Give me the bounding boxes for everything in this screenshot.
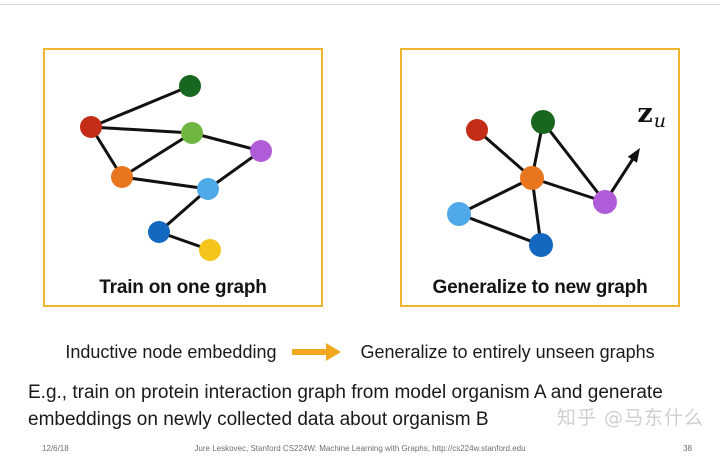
node-red bbox=[466, 119, 488, 141]
node-red bbox=[80, 116, 102, 138]
generalize-panel-caption: Generalize to new graph bbox=[432, 277, 648, 298]
graph-edge bbox=[475, 128, 534, 180]
graph-edge bbox=[541, 120, 607, 204]
footer-date: 12/6/18 bbox=[42, 444, 69, 453]
zhihu-watermark: 知乎 @马东什么 bbox=[556, 407, 704, 429]
embedding-arrow-head bbox=[627, 148, 640, 163]
node-light-green bbox=[181, 122, 203, 144]
graph-edge bbox=[530, 176, 607, 204]
top-divider bbox=[0, 4, 720, 5]
embedding-vector-label: zu bbox=[637, 100, 666, 131]
node-yellow bbox=[199, 239, 221, 261]
graph-edge bbox=[89, 84, 192, 129]
tagline-left-text: Inductive node embedding bbox=[65, 341, 277, 362]
node-purple bbox=[593, 190, 617, 214]
graph-edge bbox=[120, 131, 194, 179]
node-purple bbox=[250, 140, 272, 162]
node-light-blue bbox=[447, 202, 471, 226]
graph-panels-row: Train on one graph zu Generalize to new … bbox=[43, 48, 680, 307]
node-light-blue bbox=[197, 178, 219, 200]
node-orange bbox=[520, 166, 544, 190]
node-dark-green bbox=[179, 75, 201, 97]
node-dark-blue bbox=[529, 233, 553, 257]
train-on-one-graph-panel: Train on one graph bbox=[43, 48, 323, 307]
generalize-to-new-graph-panel: zu Generalize to new graph bbox=[400, 48, 680, 307]
node-orange bbox=[111, 166, 133, 188]
node-dark-green bbox=[531, 110, 555, 134]
graph-edge bbox=[457, 176, 534, 216]
train-panel-caption: Train on one graph bbox=[99, 277, 267, 298]
tagline-right-text: Generalize to entirely unseen graphs bbox=[360, 341, 655, 362]
inductive-embedding-tagline: Inductive node embedding Generalize to en… bbox=[0, 341, 720, 363]
generalize-graph-diagram bbox=[447, 110, 640, 257]
graph-edge bbox=[190, 131, 263, 153]
graph-edge bbox=[120, 175, 210, 191]
slide-footer: 12/6/18 Jure Leskovec, Stanford CS224W: … bbox=[0, 442, 720, 458]
train-graph-diagram bbox=[80, 75, 272, 261]
node-dark-blue bbox=[148, 221, 170, 243]
footer-page-number: 38 bbox=[683, 444, 692, 453]
graph-edge bbox=[89, 125, 194, 135]
graph-edge bbox=[457, 212, 543, 247]
footer-attribution: Jure Leskovec, Stanford CS224W: Machine … bbox=[194, 444, 526, 453]
right-arrow-icon bbox=[292, 343, 344, 362]
embedding-vector-symbol: z bbox=[637, 98, 653, 129]
embedding-vector-subscript: u bbox=[653, 110, 666, 133]
example-body-text: E.g., train on protein interaction graph… bbox=[28, 382, 663, 430]
